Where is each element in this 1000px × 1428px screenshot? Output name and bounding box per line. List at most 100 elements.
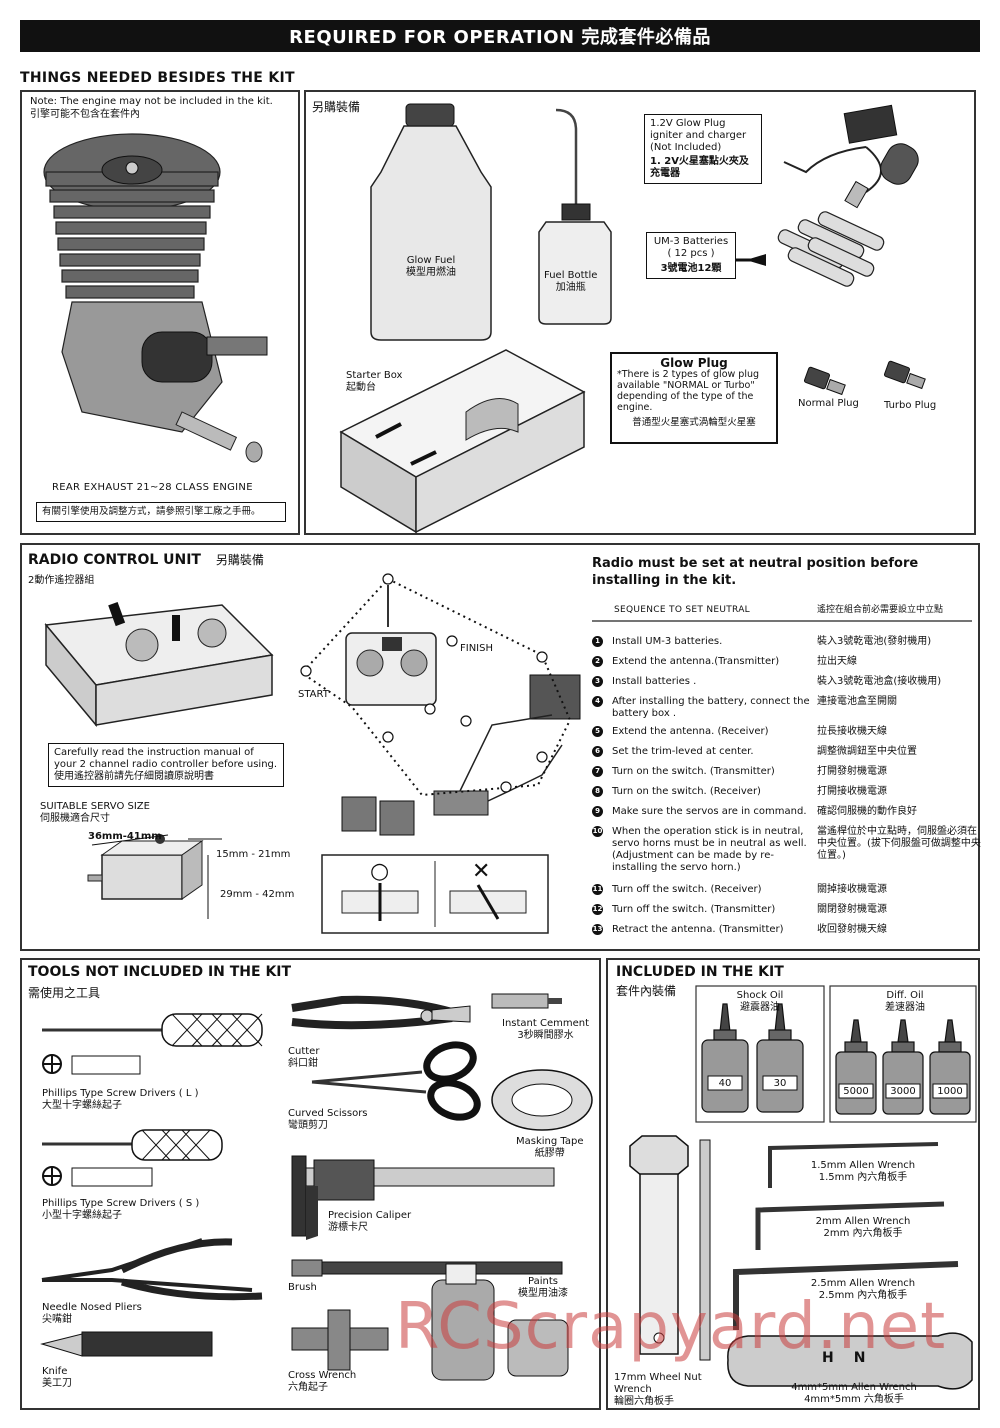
- things-title: THINGS NEEDED BESIDES THE KIT: [20, 70, 295, 86]
- starter-label: Starter Box 起動台: [346, 370, 402, 394]
- step-number: 10: [592, 826, 603, 837]
- scissors-zh: 彎頭剪刀: [288, 1120, 328, 1131]
- step-text-zh: 收回發射機天線: [817, 924, 887, 935]
- step-text-zh: 裝入3號乾電池盒(接收機用): [817, 676, 942, 687]
- knife-label: Knife 美工刀: [42, 1366, 72, 1390]
- step-number: 4: [592, 696, 603, 707]
- wrench-mark-n: N: [853, 1350, 886, 1366]
- step-number: 6: [592, 746, 603, 757]
- allen-25-zh: 2.5mm 內六角板手: [818, 1290, 908, 1301]
- step-text-en: Turn off the switch. (Transmitter): [612, 904, 776, 915]
- included-title-zh: 套件內裝備: [616, 984, 677, 998]
- step-text-zh: 打開接收機電源: [817, 786, 887, 797]
- diff-oil-label: Diff. Oil 差速器油: [870, 990, 940, 1014]
- caliper-zh: 游標卡尺: [328, 1222, 368, 1233]
- phillips-l-zh: 大型十字螺絲起子: [42, 1100, 122, 1111]
- wrench-mark-h: H: [822, 1350, 854, 1366]
- step-text-zh: 當遙桿位於中立點時，伺服盤必須在中央位置。(拔下伺服盤可做調整中央位置。): [817, 826, 981, 861]
- glow-fuel-label: Glow Fuel 模型用燃油: [406, 255, 456, 279]
- batteries-label: UM-3 Batteries ( 12 pcs ) 3號電池12顆: [646, 232, 736, 279]
- paints-label: Paints 模型用油漆: [518, 1276, 568, 1300]
- fuel-bottle-en: Fuel Bottle: [544, 270, 598, 281]
- neutral-heading: Radio must be set at neutral position be…: [592, 556, 919, 588]
- step-text-en: Make sure the servos are in command.: [612, 806, 807, 817]
- tape-en: Masking Tape: [516, 1136, 584, 1147]
- shock-value-2: 30: [773, 1078, 787, 1089]
- tools-title-zh: 需使用之工具: [28, 986, 101, 1000]
- diff-value-3: 1000: [937, 1086, 963, 1097]
- turbo-plug-label: Turbo Plug: [884, 400, 937, 411]
- tools-panel: TOOLS NOT INCLUDED IN THE KIT 需使用之工具: [20, 958, 601, 1410]
- step-number: 9: [592, 806, 603, 817]
- pliers-label: Needle Nosed Pliers 尖嘴鉗: [42, 1302, 142, 1326]
- diff-value-1: 5000: [843, 1086, 869, 1097]
- step-text-zh: 關閉發射機電源: [817, 904, 887, 915]
- ng-mark: ✕: [472, 859, 491, 884]
- caliper-en: Precision Caliper: [328, 1210, 412, 1221]
- step-text-en: When the operation stick is in neutral, …: [612, 826, 807, 873]
- glow-fuel-en: Glow Fuel: [406, 255, 456, 266]
- paints-en: Paints: [528, 1276, 558, 1287]
- tape-zh: 紙膠帶: [534, 1148, 565, 1159]
- step-number: 5: [592, 726, 603, 737]
- cement-zh: 3秒瞬間膠水: [517, 1030, 574, 1041]
- allen-15-label: 1.5mm Allen Wrench 1.5mm 內六角板手: [798, 1160, 928, 1184]
- step-text-en: Install batteries .: [612, 676, 697, 687]
- batteries-zh: 3號電池12顆: [660, 263, 722, 274]
- finish-label: FINISH: [460, 643, 493, 654]
- knife-en: Knife: [42, 1366, 68, 1377]
- step-text-zh: 拉長接收機天線: [817, 726, 887, 737]
- step-text-en: After installing the battery, connect th…: [612, 696, 810, 719]
- allen-15-zh: 1.5mm 內六角板手: [818, 1172, 908, 1183]
- step-text-en: Extend the antenna. (Receiver): [612, 726, 769, 737]
- step-text-zh: 拉出天線: [817, 656, 857, 667]
- fuel-bottle-zh: 加油瓶: [555, 282, 586, 293]
- normal-plug-label: Normal Plug: [798, 398, 859, 409]
- paints-zh: 模型用油漆: [518, 1288, 568, 1299]
- step-text-zh: 打開發射機電源: [817, 766, 887, 777]
- allen-2-en: 2mm Allen Wrench: [815, 1216, 911, 1227]
- servo-title-zh: 伺服機適合尺寸: [40, 813, 110, 824]
- engine-illustration: [43, 133, 268, 463]
- starter-zh: 起動台: [346, 382, 376, 393]
- engine-note-zh: 引擎可能不包含在套件內: [30, 109, 140, 120]
- cement-label: Instant Cemment 3秒瞬間膠水: [502, 1018, 589, 1042]
- radio-panel: RADIO CONTROL UNIT 另購裝備 2動作遙控器組: [20, 543, 980, 951]
- wrench-45-en: 4mm*5mm Allen Wrench: [791, 1382, 917, 1393]
- extra-title-zh: 另購裝備: [312, 100, 361, 114]
- seq-title-en: SEQUENCE TO SET NEUTRAL: [614, 605, 750, 615]
- page-header: REQUIRED FOR OPERATION 完成套件必備品: [20, 20, 980, 52]
- step-text-zh: 關掉接收機電源: [817, 884, 887, 895]
- radio-title-en: RADIO CONTROL UNIT: [28, 552, 201, 568]
- step-text-en: Turn on the switch. (Receiver): [612, 786, 761, 797]
- step-text-en: Install UM-3 batteries.: [612, 636, 723, 647]
- step-text-en: Set the trim-leved at center.: [612, 746, 754, 757]
- servo-dim-depth: 15mm - 21mm: [216, 849, 291, 860]
- phillips-s-zh: 小型十字螺絲起子: [42, 1210, 122, 1221]
- diff-value-2: 3000: [890, 1086, 916, 1097]
- wrench-marks: HN: [822, 1350, 885, 1366]
- igniter-en: 1.2V Glow Plug igniter and charger (Not …: [650, 118, 747, 153]
- scissors-label: Curved Scissors 彎頭剪刀: [288, 1108, 368, 1132]
- servo-size-title: SUITABLE SERVO SIZE 伺服機適合尺寸: [40, 801, 150, 825]
- cross-wrench-zh: 六角起子: [288, 1382, 328, 1393]
- cutter-en: Cutter: [288, 1046, 320, 1057]
- batteries-en: UM-3 Batteries ( 12 pcs ): [653, 236, 729, 259]
- included-title: INCLUDED IN THE KIT: [616, 964, 784, 980]
- pliers-en: Needle Nosed Pliers: [42, 1302, 142, 1313]
- glow-plug-text: *There is 2 types of glow plug available…: [617, 369, 760, 413]
- step-number: 13: [592, 924, 603, 935]
- allen-2-zh: 2mm 內六角板手: [823, 1228, 903, 1239]
- servo-dim-height: 29mm - 42mm: [220, 889, 295, 900]
- step-number: 11: [592, 884, 603, 895]
- knife-zh: 美工刀: [42, 1378, 72, 1389]
- allen-15-en: 1.5mm Allen Wrench: [810, 1160, 916, 1171]
- starter-en: Starter Box: [346, 370, 403, 381]
- cement-en: Instant Cemment: [502, 1018, 590, 1029]
- tools-title: TOOLS NOT INCLUDED IN THE KIT: [28, 964, 292, 980]
- phillips-s-label: Phillips Type Screw Drivers ( S ) 小型十字螺絲…: [42, 1198, 199, 1222]
- wheel-nut-label: 17mm Wheel Nut Wrench 輪圈六角板手: [614, 1372, 724, 1408]
- start-label: START: [298, 689, 329, 700]
- radio-illustration: [44, 573, 972, 934]
- allen-2-label: 2mm Allen Wrench 2mm 內六角板手: [798, 1216, 928, 1240]
